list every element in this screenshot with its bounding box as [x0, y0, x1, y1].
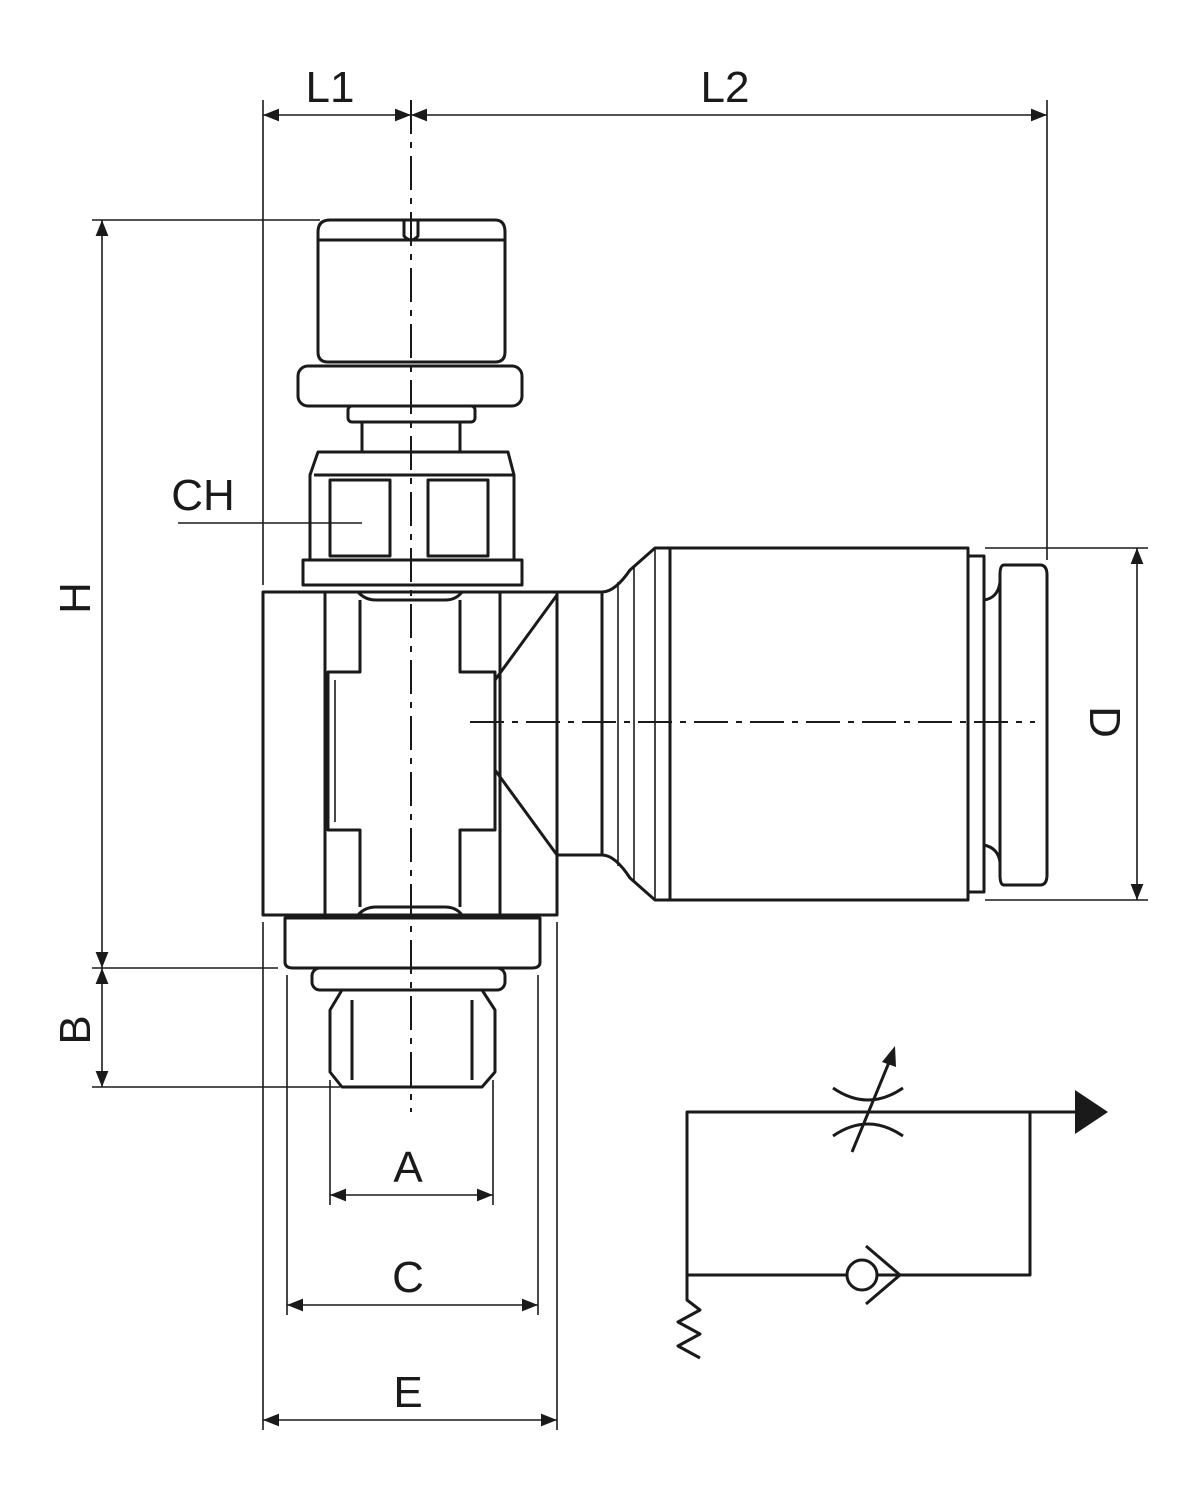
dim-label-e: E	[393, 1368, 422, 1417]
variable-restrictor-icon	[832, 1046, 904, 1153]
dim-label-l2: L2	[701, 63, 750, 112]
dim-label-c: C	[392, 1253, 424, 1302]
dim-label-b: B	[51, 1015, 100, 1044]
centerlines	[410, 100, 1035, 1112]
dim-label-l1: L1	[306, 63, 355, 112]
fitting-body	[261, 218, 1049, 1089]
dim-label-d: D	[1080, 706, 1129, 738]
dim-label-a: A	[393, 1143, 423, 1192]
dim-label-h: H	[51, 582, 100, 614]
dim-label-ch: CH	[171, 471, 235, 520]
check-valve-icon	[845, 1244, 902, 1306]
spring-icon	[676, 1275, 702, 1360]
flow-control-symbol	[676, 1046, 1108, 1360]
dimension-lines	[92, 100, 1148, 1430]
